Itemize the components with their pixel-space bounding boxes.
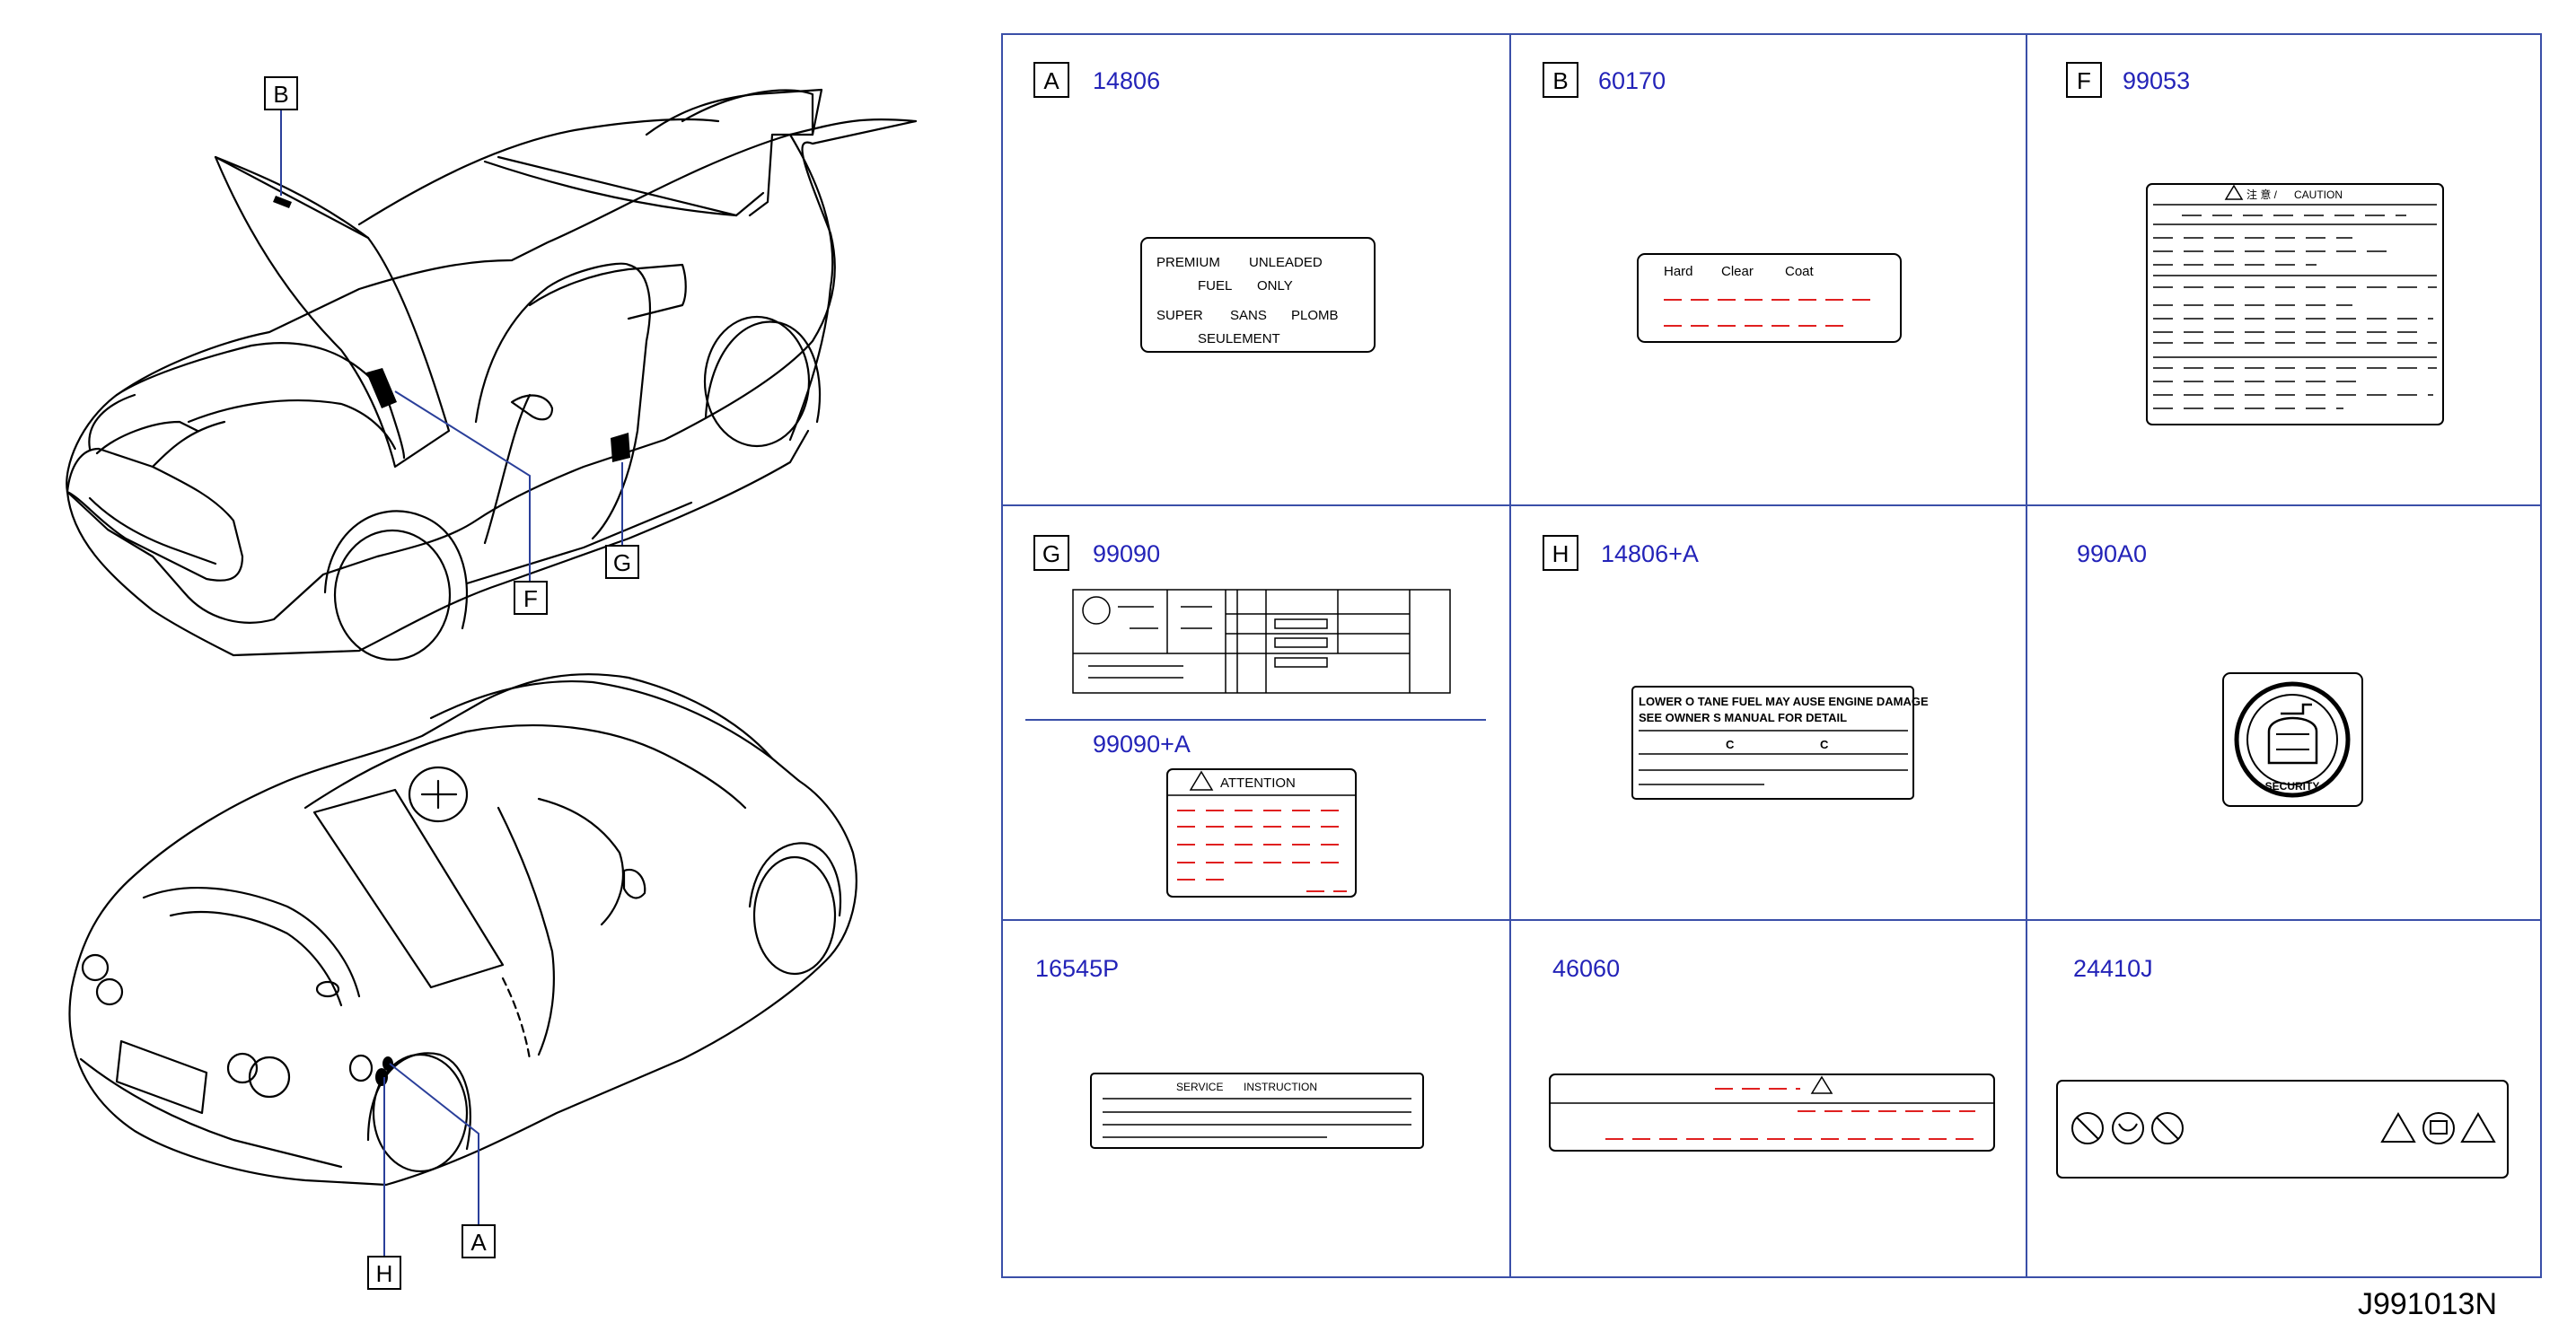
label-h-text-line2: SEE OWNER S MANUAL FOR DETAIL bbox=[1639, 711, 1847, 724]
callout-f: F bbox=[523, 585, 538, 612]
label-patch-h bbox=[375, 1068, 388, 1086]
label-a-plate bbox=[1140, 237, 1376, 353]
label-patch-b bbox=[273, 196, 292, 208]
cell-f: F 99053 注 意 / CAUTION bbox=[2066, 62, 2444, 425]
callout-boxes-top: B F G bbox=[264, 76, 639, 615]
label-a-text-premium: PREMIUM bbox=[1156, 255, 1220, 270]
cell-a-letter: A bbox=[1043, 67, 1059, 94]
cell-h-code: 14806+A bbox=[1601, 540, 1699, 567]
label-a-text-plomb: PLOMB bbox=[1291, 308, 1339, 323]
label-a-text-unleaded: UNLEADED bbox=[1249, 255, 1323, 270]
label-f-text-jp: 注 意 / bbox=[2246, 188, 2278, 201]
cell-990a0: 990A0 SECURITY bbox=[2077, 540, 2363, 807]
cell-g-code: 99090 bbox=[1093, 540, 1160, 567]
label-h-text-line1: LOWER O TANE FUEL MAY AUSE ENGINE DAMAGE bbox=[1639, 695, 1929, 708]
callouts-bottom bbox=[383, 1063, 479, 1257]
cell-h: H 14806+A LOWER O TANE FUEL MAY AUSE ENG… bbox=[1543, 535, 1929, 800]
cell-46060-code: 46060 bbox=[1552, 955, 1620, 982]
manual-icon bbox=[2422, 1112, 2455, 1144]
cell-h-letter: H bbox=[1552, 540, 1569, 567]
label-a-text-only: ONLY bbox=[1257, 278, 1293, 294]
cell-24410j: 24410J bbox=[2056, 955, 2509, 1179]
car-top-illustration bbox=[66, 88, 918, 662]
cell-f-letter: F bbox=[2077, 67, 2091, 94]
label-a-text-sans: SANS bbox=[1230, 308, 1267, 323]
no-smoking-icon bbox=[2071, 1112, 2104, 1144]
cell-990a0-code: 990A0 bbox=[2077, 540, 2147, 567]
eye-protection-icon bbox=[2112, 1112, 2144, 1144]
cell-16545p-code: 16545P bbox=[1035, 955, 1119, 982]
label-f-plate bbox=[2146, 183, 2444, 425]
car-bottom-illustration bbox=[68, 673, 857, 1187]
cell-a-code: 14806 bbox=[1093, 67, 1160, 94]
label-a-text-super: SUPER bbox=[1156, 308, 1203, 323]
cell-a: A 14806 PREMIUM UNLEADED FUEL ONLY SUPER… bbox=[1033, 62, 1376, 353]
label-g2-text-attention: ATTENTION bbox=[1220, 776, 1296, 791]
label-16545p-plate bbox=[1090, 1073, 1424, 1149]
cell-b-code: 60170 bbox=[1598, 67, 1666, 94]
label-grid bbox=[1001, 33, 2542, 1278]
drawing-number: J991013N bbox=[2358, 1287, 2497, 1321]
cell-16545p: 16545P SERVICE INSTRUCTION bbox=[1035, 955, 1424, 1149]
cell-24410j-code: 24410J bbox=[2073, 955, 2153, 982]
label-locations-top bbox=[273, 196, 630, 462]
label-patch-g bbox=[611, 433, 630, 462]
label-f-text-caution: CAUTION bbox=[2294, 188, 2343, 201]
callout-h: H bbox=[376, 1260, 393, 1287]
label-16545p-text-service: SERVICE bbox=[1176, 1081, 1223, 1093]
label-990a0-text-security: SECURITY bbox=[2265, 780, 2320, 793]
label-patch-a bbox=[382, 1056, 393, 1071]
label-a-text-seulement: SEULEMENT bbox=[1198, 331, 1280, 346]
no-fire-icon bbox=[2151, 1112, 2184, 1144]
label-b-plate bbox=[1637, 253, 1902, 343]
cell-b-letter: B bbox=[1552, 67, 1568, 94]
label-46060-plate bbox=[1549, 1073, 1995, 1152]
callouts-top bbox=[280, 110, 623, 582]
label-b-text-coat: Coat bbox=[1785, 264, 1815, 279]
label-16545p-text-instruction: INSTRUCTION bbox=[1244, 1081, 1317, 1093]
cell-g: G 99090 99090+A ATTEN bbox=[1033, 535, 1451, 898]
label-24410j-plate bbox=[2056, 1080, 2509, 1179]
label-g-plate bbox=[1072, 589, 1451, 694]
cell-g-letter: G bbox=[1042, 540, 1060, 567]
label-h-text-c1: C bbox=[1726, 738, 1735, 751]
acid-warning-icon bbox=[2380, 1112, 2416, 1143]
label-g2-plate bbox=[1166, 768, 1357, 898]
cell-b: B 60170 Hard Clear Coat bbox=[1543, 62, 1902, 343]
label-patch-f bbox=[366, 368, 397, 408]
callout-boxes-bottom: H A bbox=[367, 1224, 496, 1290]
callout-g: G bbox=[613, 549, 631, 576]
explosion-warning-icon bbox=[2460, 1112, 2496, 1143]
callout-b: B bbox=[273, 81, 288, 108]
label-a-text-fuel: FUEL bbox=[1198, 278, 1232, 294]
label-b-text-hard: Hard bbox=[1664, 264, 1693, 279]
cell-g-subcode: 99090+A bbox=[1093, 731, 1191, 758]
callout-a: A bbox=[470, 1229, 487, 1256]
label-b-text-clear: Clear bbox=[1721, 264, 1754, 279]
label-h-plate bbox=[1631, 686, 1914, 800]
cell-46060: 46060 bbox=[1549, 955, 1995, 1152]
label-h-text-c2: C bbox=[1820, 738, 1829, 751]
cell-f-code: 99053 bbox=[2123, 67, 2190, 94]
label-990a0-plate bbox=[2222, 672, 2363, 807]
